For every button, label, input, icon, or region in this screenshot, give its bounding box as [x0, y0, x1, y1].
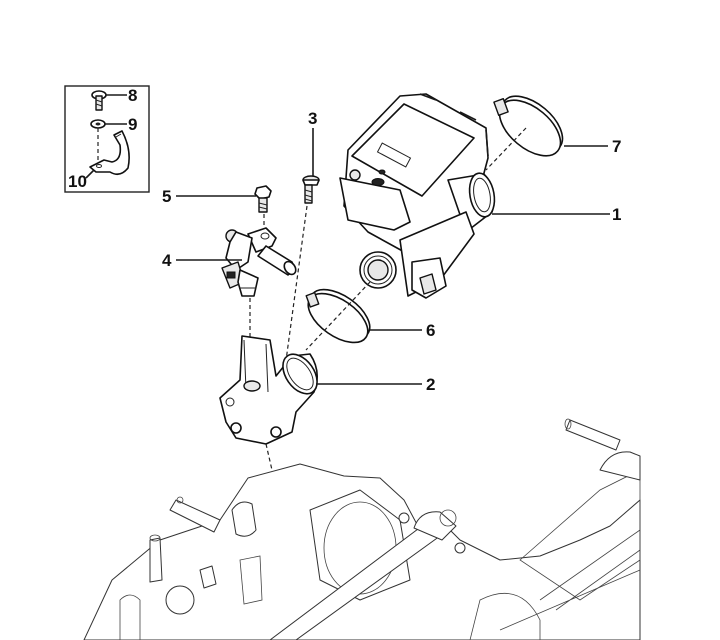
- bracket-part-10: [89, 130, 130, 176]
- injector-part-4: [221, 227, 297, 297]
- washer-part-9: [90, 119, 106, 129]
- callout-7: 7: [612, 137, 622, 156]
- callout-9: 9: [128, 115, 138, 134]
- throttle-body-part-1: [339, 93, 496, 299]
- callout-2: 2: [426, 375, 436, 394]
- manifold-adapter-part-2: [219, 335, 318, 445]
- engine-assembly: [83, 418, 641, 640]
- callout-5: 5: [162, 187, 172, 206]
- bolt-part-3: [302, 175, 320, 204]
- callout-3: 3: [308, 109, 318, 128]
- callout-4: 4: [162, 251, 172, 270]
- callout-6: 6: [426, 321, 436, 340]
- callout-10: 10: [68, 172, 87, 191]
- clamp-part-6: [305, 288, 371, 344]
- clamp-part-7: [493, 95, 564, 157]
- bolt-part-5: [254, 185, 272, 213]
- callout-8: 8: [128, 86, 138, 105]
- leader-line-10: [85, 169, 95, 179]
- inset-box: [64, 85, 150, 193]
- callout-1: 1: [612, 205, 622, 224]
